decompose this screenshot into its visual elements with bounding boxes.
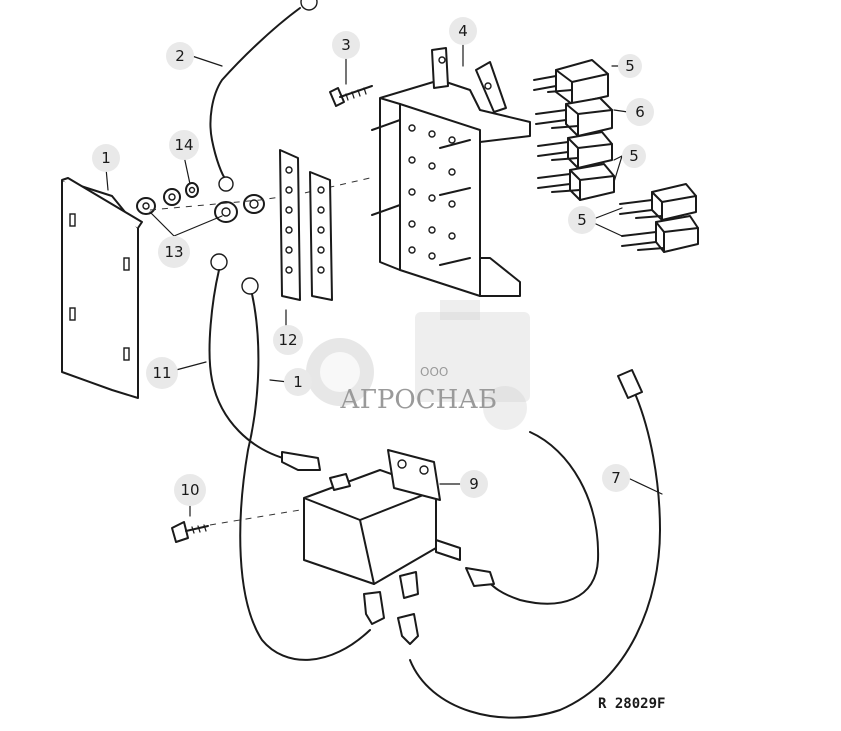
callout-13: 13 bbox=[158, 236, 190, 268]
reference-code: R 28029F bbox=[598, 696, 665, 712]
callout-11-label: 11 bbox=[152, 364, 171, 382]
callout-7-label: 7 bbox=[611, 469, 621, 487]
callout-5b: 5 bbox=[622, 144, 646, 168]
callout-2-label: 2 bbox=[175, 47, 185, 65]
callout-12-label: 12 bbox=[278, 331, 297, 349]
part-bracket bbox=[371, 47, 531, 297]
callout-9-label: 9 bbox=[469, 475, 479, 493]
callout-11b: 1 bbox=[284, 368, 312, 396]
part-cover-plate bbox=[61, 177, 143, 399]
callout-14-label: 14 bbox=[174, 136, 193, 154]
callout-5a-label: 5 bbox=[625, 57, 635, 75]
watermark-name: АГРОСНАБ bbox=[340, 385, 497, 415]
part-screw bbox=[329, 85, 373, 107]
callout-6-label: 6 bbox=[635, 103, 645, 121]
callout-11: 11 bbox=[146, 357, 178, 389]
part-cables-11 bbox=[208, 253, 371, 661]
callout-6: 6 bbox=[626, 98, 654, 126]
part-circuit-breakers bbox=[533, 59, 699, 253]
part-cable-7 bbox=[397, 369, 661, 719]
part-cable-loop bbox=[465, 431, 600, 605]
callout-5b-label: 5 bbox=[629, 147, 639, 165]
callout-12: 12 bbox=[273, 325, 303, 355]
part-nuts-washers bbox=[136, 177, 371, 223]
callout-1: 1 bbox=[92, 144, 120, 172]
callout-11b-label: 1 bbox=[293, 373, 303, 391]
part-terminal-strips bbox=[279, 149, 333, 301]
callout-7: 7 bbox=[602, 464, 630, 492]
callout-4-label: 4 bbox=[458, 22, 468, 40]
callout-13-label: 13 bbox=[164, 243, 183, 261]
callout-14: 14 bbox=[169, 130, 199, 160]
callout-3: 3 bbox=[332, 31, 360, 59]
callout-5c-label: 5 bbox=[577, 211, 587, 229]
callout-2: 2 bbox=[166, 42, 194, 70]
callout-5c: 5 bbox=[568, 206, 596, 234]
callout-4: 4 bbox=[449, 17, 477, 45]
callout-3-label: 3 bbox=[341, 36, 351, 54]
watermark-logo: ООО АГРОСНАБ bbox=[306, 300, 530, 430]
callout-9: 9 bbox=[460, 470, 488, 498]
callout-1-label: 1 bbox=[101, 149, 111, 167]
callout-10-label: 10 bbox=[180, 481, 199, 499]
watermark-prefix: ООО bbox=[420, 365, 448, 379]
part-bolt bbox=[171, 509, 301, 543]
callout-5a: 5 bbox=[618, 54, 642, 78]
part-regulator bbox=[303, 449, 461, 625]
callout-10: 10 bbox=[174, 474, 206, 506]
part-cable-2 bbox=[209, 0, 318, 192]
